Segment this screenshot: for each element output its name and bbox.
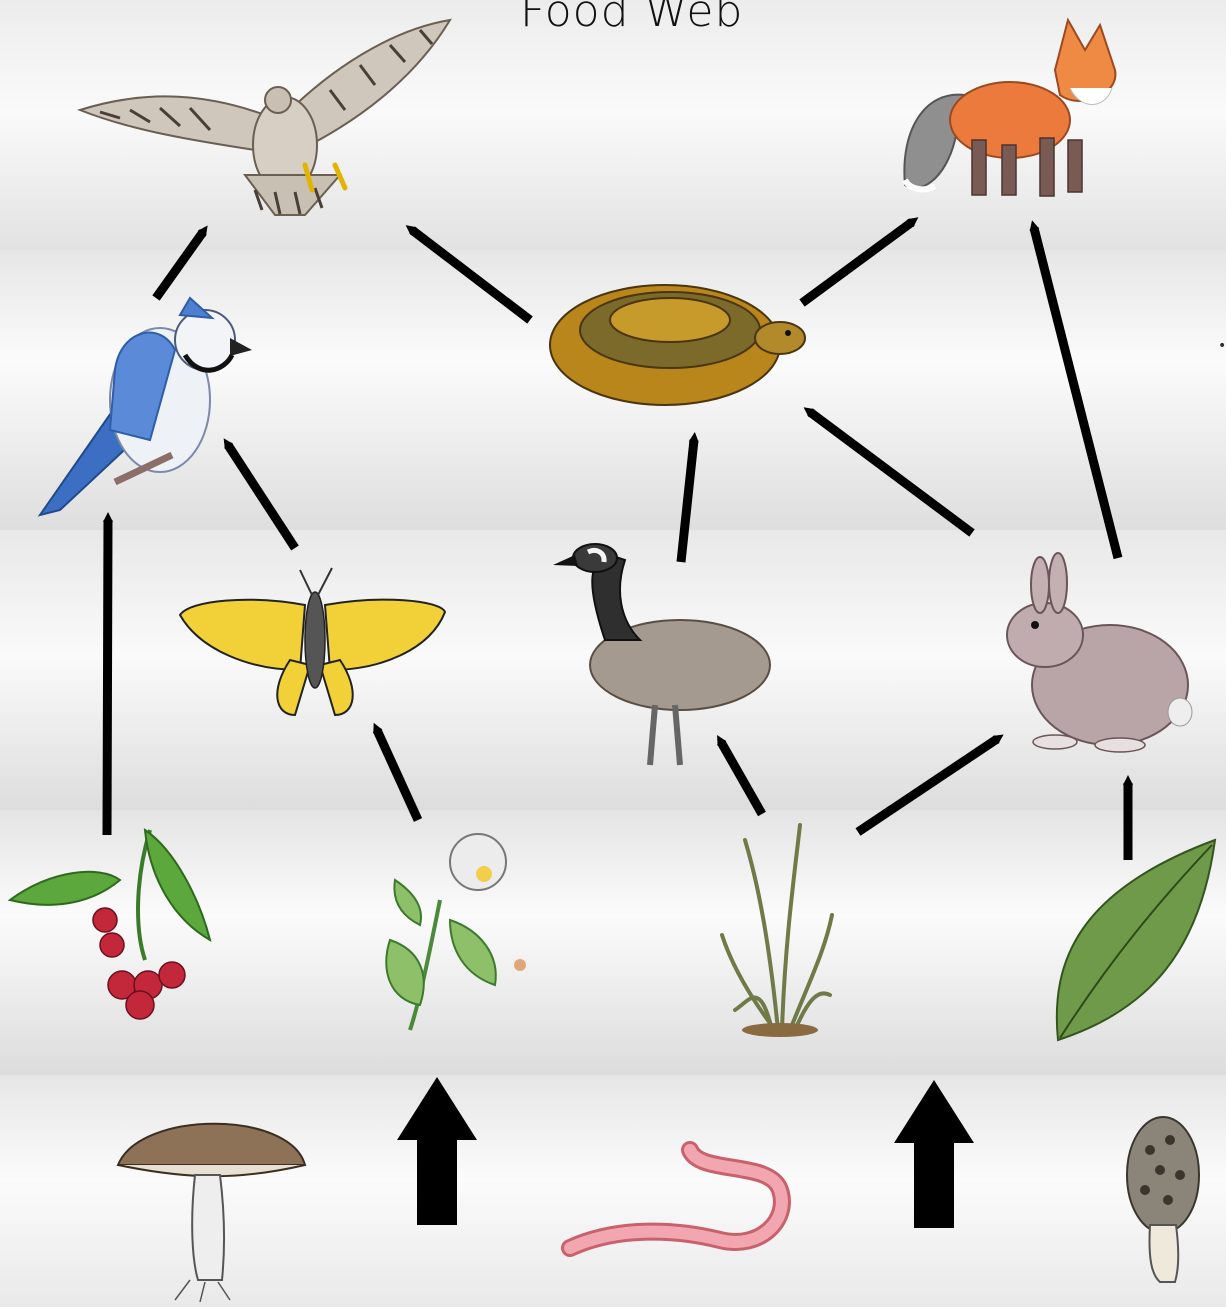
arrow-snake-to-hawk xyxy=(412,230,530,320)
arrow-snake-to-fox xyxy=(802,222,912,303)
arrow-butterfly-to-bluejay xyxy=(228,445,295,548)
arrow-goose-to-snake xyxy=(681,440,694,562)
goose-icon xyxy=(553,544,770,765)
arrow-grass-to-rabbit xyxy=(858,739,997,832)
blue-jay-icon xyxy=(40,298,252,515)
mushroom-icon xyxy=(118,1124,305,1302)
arrow-decomposers-to-grass xyxy=(894,1080,974,1228)
arrow-flower-to-butterfly xyxy=(377,730,418,820)
hawk-icon xyxy=(80,20,450,215)
fox-icon xyxy=(904,20,1115,196)
leaf-icon xyxy=(1057,840,1215,1040)
grass-icon xyxy=(722,825,832,1037)
butterfly-icon xyxy=(180,568,445,715)
arrow-decomposers-to-flower xyxy=(397,1077,477,1225)
snake-icon xyxy=(550,285,805,405)
arrow-raspberry-to-bluejay xyxy=(107,520,108,835)
arrow-bluejay-to-hawk xyxy=(156,232,203,298)
flower-icon xyxy=(386,834,526,1030)
arrow-rabbit-to-snake xyxy=(810,412,972,533)
earthworm-icon xyxy=(570,1150,782,1248)
morel-icon xyxy=(1127,1117,1199,1282)
arrow-rabbit-to-fox xyxy=(1034,228,1118,558)
rabbit-icon xyxy=(1007,553,1192,752)
raspberry-icon xyxy=(10,830,210,1019)
arrow-grass-to-goose xyxy=(721,742,762,814)
